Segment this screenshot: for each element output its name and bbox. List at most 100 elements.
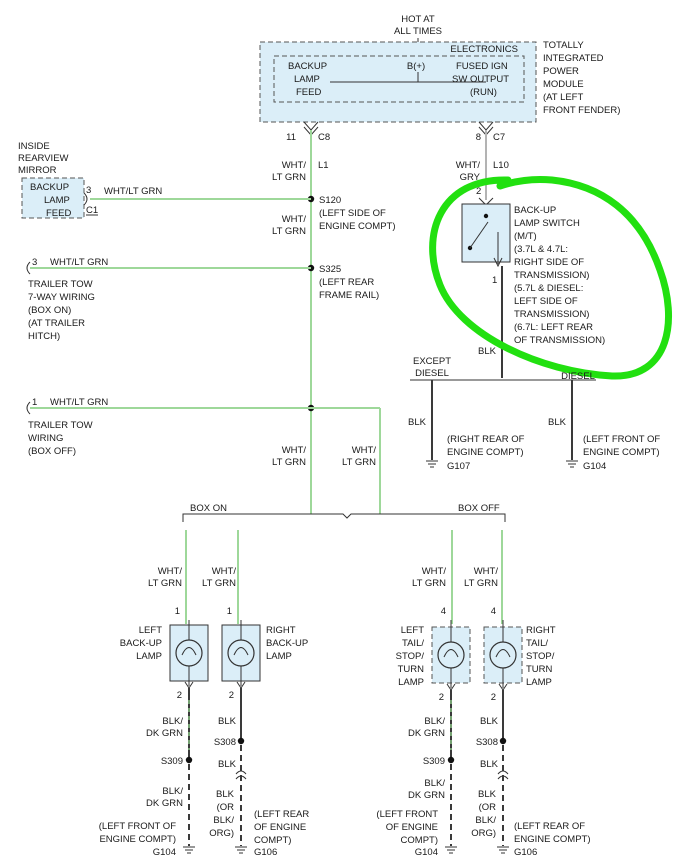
switch-out-arrow bbox=[493, 257, 503, 268]
mirror-label-2: REARVIEW bbox=[18, 153, 69, 164]
lbu-dkgrn-1: DK GRN bbox=[146, 728, 183, 739]
lt-ground-loc-1: (LEFT FRONT bbox=[376, 809, 438, 820]
trailer-7way-label-1: TRAILER TOW bbox=[28, 279, 93, 290]
switch-label-7: (5.7L & DIESEL: bbox=[514, 283, 583, 294]
mirror-box bbox=[21, 177, 85, 219]
lbu-ground-loc-2: ENGINE COMPT) bbox=[99, 834, 176, 845]
rt-or-1: BLK bbox=[478, 789, 497, 800]
all-times-label: ALL TIMES bbox=[394, 26, 442, 37]
hot-at-label: HOT AT bbox=[401, 14, 435, 25]
trailer-boxoff-wire-label: WHT/LT GRN bbox=[50, 397, 108, 408]
rbu-or-4: ORG) bbox=[209, 828, 234, 839]
g104-top-label: G104 bbox=[583, 461, 606, 472]
trailer-boxoff-label-1: TRAILER TOW bbox=[28, 420, 93, 431]
s325-label: S325 bbox=[319, 264, 341, 275]
trailer-7way-pin: 3 bbox=[32, 257, 37, 268]
rt-label-5: LAMP bbox=[526, 677, 552, 688]
rt-label-1: RIGHT bbox=[526, 625, 556, 636]
switch-label-2: LAMP SWITCH bbox=[514, 218, 580, 229]
mirror-pin-symbol bbox=[83, 192, 88, 206]
switch-label-4: (3.7L & 4.7L: bbox=[514, 244, 568, 255]
g104-blk: BLK bbox=[548, 417, 567, 428]
box-on-label: BOX ON bbox=[190, 503, 227, 514]
g104-left-label: G104 bbox=[153, 847, 176, 858]
electronics-label: ELECTRONICS bbox=[450, 44, 518, 55]
switch-wire-gry: GRY bbox=[460, 172, 481, 183]
mirror-wire-label: WHT/LT GRN bbox=[104, 186, 162, 197]
switch-label-3: (M/T) bbox=[514, 231, 537, 242]
left-tail-lamp bbox=[431, 620, 471, 691]
switch-blk-label: BLK bbox=[478, 346, 497, 357]
rt-blk-2: BLK bbox=[480, 759, 499, 770]
g107-loc-1: (RIGHT REAR OF bbox=[447, 434, 525, 445]
rbu-or-2: (OR bbox=[217, 802, 235, 813]
ground-symbol-g106-left bbox=[235, 846, 247, 854]
rbu-or-1: BLK bbox=[216, 789, 235, 800]
rbu-ground-loc-1: (LEFT REAR bbox=[254, 809, 309, 820]
lbu-pin-2: 2 bbox=[177, 690, 182, 701]
b-plus-label: B(+) bbox=[407, 61, 425, 72]
mirror-label-1: INSIDE bbox=[18, 141, 50, 152]
except-diesel-label: DIESEL bbox=[415, 368, 449, 379]
trailer-7way-wire-label: WHT/LT GRN bbox=[50, 257, 108, 268]
switch-blade bbox=[469, 221, 489, 249]
lt-label-1: LEFT bbox=[401, 625, 424, 636]
g104-right-label: G104 bbox=[415, 847, 438, 858]
rt-ground-loc-1: (LEFT REAR OF bbox=[514, 821, 585, 832]
highlight-circle bbox=[429, 176, 673, 380]
sw-output-label: SW OUTPUT bbox=[452, 74, 509, 85]
s120-loc-2: ENGINE COMPT) bbox=[319, 221, 396, 232]
rbu-wire-wht: WHT/ bbox=[212, 566, 237, 577]
wire-wht-3: WHT/ bbox=[282, 445, 307, 456]
switch-label-8: LEFT SIDE OF bbox=[514, 296, 578, 307]
right-backup-lamp bbox=[221, 620, 261, 689]
rt-inline-connector2 bbox=[497, 775, 509, 780]
rt-inline-connector bbox=[497, 770, 509, 775]
c8-label: C8 bbox=[318, 132, 330, 143]
electronics-box bbox=[273, 55, 525, 103]
rbu-pin-2: 2 bbox=[229, 690, 234, 701]
s309-left-label: S309 bbox=[161, 756, 183, 767]
lt-label-3: STOP/ bbox=[396, 651, 425, 662]
g107-label: G107 bbox=[447, 461, 470, 472]
switch-wire-wht: WHT/ bbox=[456, 160, 481, 171]
s325-loc-1: (LEFT REAR bbox=[319, 277, 374, 288]
tipm-title-2: INTEGRATED bbox=[543, 53, 604, 64]
ground-symbol-g106-right bbox=[497, 846, 509, 854]
rbu-label-2: BACK-UP bbox=[266, 638, 308, 649]
g107-blk: BLK bbox=[408, 417, 427, 428]
ground-symbol-g104-right bbox=[445, 846, 457, 854]
rbu-inline-connector2 bbox=[235, 775, 247, 780]
wire-ltgrn-1: LT GRN bbox=[272, 172, 306, 183]
trailer-boxoff-label-3: (BOX OFF) bbox=[28, 446, 76, 457]
g106-left-label: G106 bbox=[254, 847, 277, 858]
trailer-boxoff-label-2: WIRING bbox=[28, 433, 63, 444]
s308-left-label: S308 bbox=[214, 737, 236, 748]
left-backup-lamp bbox=[169, 620, 209, 689]
rt-ground-loc-2: ENGINE COMPT) bbox=[514, 834, 591, 845]
trailer-7way-label-2: 7-WAY WIRING bbox=[28, 292, 95, 303]
rt-wire-wht: WHT/ bbox=[474, 566, 499, 577]
c7-label: C7 bbox=[493, 132, 505, 143]
rt-pin-2: 2 bbox=[491, 692, 496, 703]
rt-or-3: BLK/ bbox=[475, 815, 496, 826]
lt-wire-wht: WHT/ bbox=[422, 566, 447, 577]
rbu-ground-loc-3: COMPT) bbox=[254, 835, 291, 846]
lbu-ground-loc-1: (LEFT FRONT OF bbox=[99, 821, 176, 832]
lt-blk-2: BLK/ bbox=[424, 778, 445, 789]
lt-ground-loc-2: OF ENGINE bbox=[386, 822, 438, 833]
trailer-7way-pin-symbol bbox=[26, 261, 31, 275]
g104-loc-2: ENGINE COMPT) bbox=[583, 447, 660, 458]
ground-symbol-g104-left bbox=[183, 846, 195, 854]
tipm-lamp-label: LAMP bbox=[294, 74, 320, 85]
tipm-backup-label: BACKUP bbox=[288, 61, 327, 72]
wire-l1-label: L1 bbox=[318, 160, 329, 171]
rt-label-4: TURN bbox=[526, 664, 553, 675]
diesel-label: DIESEL bbox=[561, 371, 595, 382]
switch-wire-l10: L10 bbox=[493, 160, 509, 171]
lt-blk-1: BLK/ bbox=[424, 716, 445, 727]
rbu-blk-1: BLK bbox=[218, 716, 237, 727]
g106-right-label: G106 bbox=[514, 847, 537, 858]
lbu-label-2: BACK-UP bbox=[120, 638, 162, 649]
rt-blk-1: BLK bbox=[480, 716, 499, 727]
